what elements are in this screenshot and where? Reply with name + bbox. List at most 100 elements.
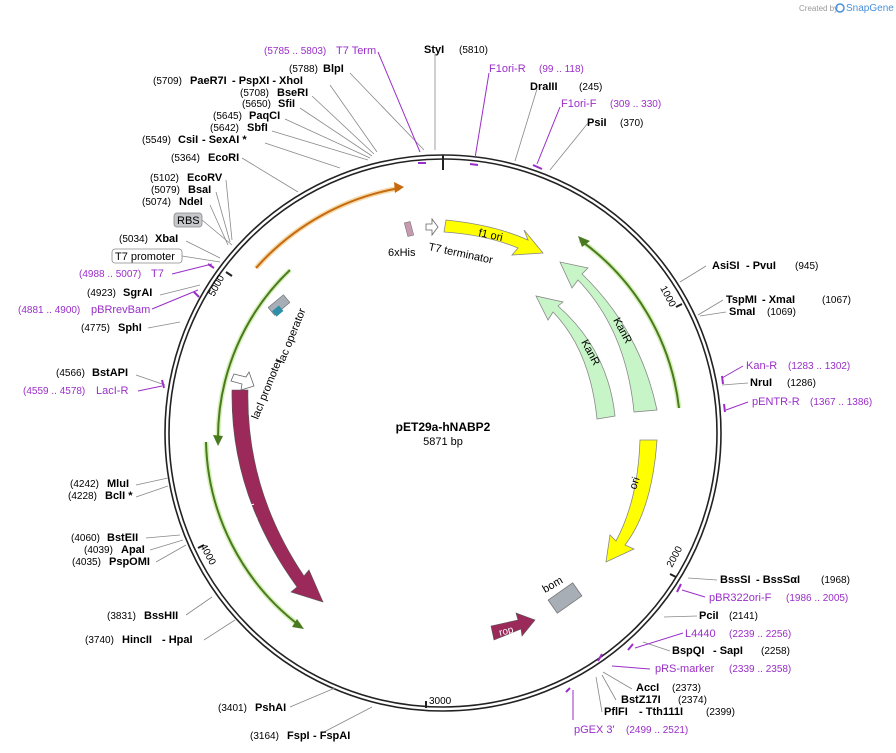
svg-text:(2339 .. 2358): (2339 .. 2358) bbox=[729, 664, 791, 675]
svg-text:(5549): (5549) bbox=[142, 135, 171, 146]
svg-text:EcoRI: EcoRI bbox=[208, 152, 239, 164]
site-bspqi[interactable]: BspQI - SapI (2258) bbox=[672, 645, 790, 657]
svg-text:(309 .. 330): (309 .. 330) bbox=[610, 99, 661, 110]
site-mlui[interactable]: (4242) MluI bbox=[70, 478, 129, 490]
site-bsssi[interactable]: BssSI - BssSαI (1968) bbox=[720, 574, 850, 586]
site-nrui[interactable]: NruI (1286) bbox=[750, 377, 816, 389]
laci-label: lacI bbox=[243, 503, 259, 523]
site-sgrai[interactable]: (4923) SgrAI bbox=[87, 287, 152, 299]
primer-l4440[interactable]: L4440 (2239 .. 2256) bbox=[685, 628, 791, 640]
svg-text:(245): (245) bbox=[579, 82, 602, 93]
tick-4000: 4000 bbox=[197, 542, 217, 567]
site-ecori[interactable]: (5364) EcoRI bbox=[171, 152, 239, 164]
site-fspi[interactable]: (3164) FspI - FspAI bbox=[250, 730, 350, 742]
site-pcii[interactable]: PciI (2141) bbox=[699, 610, 758, 622]
lower-green-arrowhead bbox=[292, 619, 304, 629]
site-apai[interactable]: (4039) ApaI bbox=[84, 544, 145, 556]
site-bcli[interactable]: (4228) BclI * bbox=[68, 490, 133, 502]
primer-prs-marker[interactable]: pRS-marker (2339 .. 2358) bbox=[655, 663, 791, 675]
svg-text:NruI: NruI bbox=[750, 377, 772, 389]
site-sfii[interactable]: (5650) SfiI bbox=[242, 98, 295, 110]
svg-text:(5708): (5708) bbox=[240, 88, 269, 99]
svg-text:pBR322ori-F: pBR322ori-F bbox=[709, 592, 772, 604]
site-bsai[interactable]: (5079) BsaI bbox=[151, 184, 211, 196]
site-psii[interactable]: PsiI (370) bbox=[587, 117, 643, 129]
primer-pbr322ori-f[interactable]: pBR322ori-F (1986 .. 2005) bbox=[709, 592, 848, 604]
svg-text:NdeI: NdeI bbox=[179, 196, 203, 208]
site-bseri[interactable]: (5708) BseRI bbox=[240, 87, 308, 99]
orange-arc-arrowhead bbox=[394, 182, 404, 193]
rop-feature bbox=[490, 612, 536, 641]
svg-text:- PspXI - XhoI: - PspXI - XhoI bbox=[232, 75, 303, 87]
laci-promoter-arrowhead bbox=[213, 435, 223, 446]
site-paer7i[interactable]: (5709) PaeR7I - PspXI - XhoI bbox=[153, 75, 303, 87]
site-sbfi[interactable]: (5642) SbfI bbox=[210, 122, 268, 134]
svg-text:(1286): (1286) bbox=[787, 378, 816, 389]
svg-text:- HpaI: - HpaI bbox=[162, 634, 193, 646]
site-styi[interactable]: StyI (5810) bbox=[424, 44, 488, 56]
plasmid-name: pET29a-hNABP2 bbox=[396, 420, 491, 434]
svg-text:EcoRV: EcoRV bbox=[187, 172, 223, 184]
svg-text:PflFI: PflFI bbox=[604, 706, 628, 718]
site-bsteii[interactable]: (4060) BstEII bbox=[71, 532, 138, 544]
svg-text:LacI-R: LacI-R bbox=[96, 385, 128, 397]
svg-text:SfiI: SfiI bbox=[278, 98, 295, 110]
t7-terminator-label: T7 terminator bbox=[427, 241, 494, 266]
primer-pentr-r[interactable]: pENTR-R (1367 .. 1386) bbox=[752, 396, 872, 408]
brand-text: SnapGene bbox=[846, 3, 894, 14]
primer-pgex-3[interactable]: pGEX 3' (2499 .. 2521) bbox=[574, 724, 688, 736]
primer-t7[interactable]: (4988 .. 5007) T7 bbox=[79, 268, 164, 280]
site-pshai[interactable]: (3401) PshAI bbox=[218, 702, 286, 714]
kanr-promoter-arc bbox=[579, 239, 680, 409]
site-draiii[interactable]: DraIII (245) bbox=[530, 81, 602, 93]
site-csii[interactable]: (5549) CsiI - SexAI * bbox=[142, 134, 247, 146]
svg-text:SgrAI: SgrAI bbox=[123, 287, 152, 299]
site-paqci[interactable]: (5645) PaqCI bbox=[213, 110, 280, 122]
primer-kan-r[interactable]: Kan-R (1283 .. 1302) bbox=[746, 360, 850, 372]
laci-promoter-label: lacI promoter bbox=[250, 357, 285, 421]
site-bsshii[interactable]: (3831) BssHII bbox=[107, 610, 178, 622]
svg-text:(1968): (1968) bbox=[821, 575, 850, 586]
tick-3000: 3000 bbox=[425, 696, 452, 708]
svg-text:(5074): (5074) bbox=[142, 197, 171, 208]
svg-text:L4440: L4440 bbox=[685, 628, 716, 640]
f1-ori-feature bbox=[443, 219, 544, 256]
primer-t7-term[interactable]: (5785 .. 5803) T7 Term bbox=[264, 45, 376, 57]
svg-text:(5709): (5709) bbox=[153, 76, 182, 87]
svg-text:(4559 .. 4578): (4559 .. 4578) bbox=[23, 386, 85, 397]
site-smai[interactable]: SmaI (1069) bbox=[729, 306, 796, 318]
svg-text:(2499 .. 2521): (2499 .. 2521) bbox=[626, 725, 688, 736]
svg-text:SphI: SphI bbox=[118, 322, 142, 334]
primer-f1ori-f[interactable]: F1ori-F (309 .. 330) bbox=[561, 98, 661, 110]
site-tspmi[interactable]: TspMI - XmaI (1067) bbox=[726, 294, 851, 306]
site-asisi[interactable]: AsiSI - PvuI (945) bbox=[712, 260, 818, 272]
lac-operator-core bbox=[272, 305, 284, 317]
svg-text:(5788): (5788) bbox=[289, 64, 318, 75]
site-blpi[interactable]: (5788) BlpI bbox=[289, 63, 344, 75]
site-ecorv[interactable]: (5102) EcoRV bbox=[150, 172, 223, 184]
site-ndei[interactable]: (5074) NdeI bbox=[142, 196, 203, 208]
site-pflfi[interactable]: PflFI - Tth111I (2399) bbox=[604, 706, 735, 718]
primer-pbrrevbam[interactable]: (4881 .. 4900) pBRrevBam bbox=[18, 304, 150, 316]
primer-laci-r[interactable]: (4559 .. 4578) LacI-R bbox=[23, 385, 128, 397]
ori-label: ori bbox=[627, 476, 642, 491]
site-xbai[interactable]: (5034) XbaI bbox=[119, 233, 178, 245]
svg-text:MluI: MluI bbox=[107, 478, 129, 490]
site-hincii[interactable]: (3740) HincII - HpaI bbox=[85, 634, 193, 646]
site-bstapi[interactable]: (4566) BstAPI bbox=[56, 367, 128, 379]
site-psopomi[interactable]: (4035) PspOMI bbox=[72, 556, 150, 568]
primer-f1ori-r[interactable]: F1ori-R (99 .. 118) bbox=[489, 63, 584, 75]
svg-text:SmaI: SmaI bbox=[729, 306, 755, 318]
svg-text:BlpI: BlpI bbox=[323, 63, 344, 75]
site-sphi[interactable]: (4775) SphI bbox=[81, 322, 142, 334]
site-acci[interactable]: AccI (2373) bbox=[636, 682, 701, 694]
svg-text:(4923): (4923) bbox=[87, 288, 116, 299]
svg-text:PspOMI: PspOMI bbox=[109, 556, 150, 568]
svg-text:PsiI: PsiI bbox=[587, 117, 607, 129]
svg-text:- SexAI *: - SexAI * bbox=[202, 134, 247, 146]
site-bstz17i[interactable]: BstZ17I (2374) bbox=[621, 694, 707, 706]
lower-green-arc bbox=[205, 441, 301, 627]
svg-text:- FspAI: - FspAI bbox=[313, 730, 350, 742]
svg-text:SbfI: SbfI bbox=[247, 122, 268, 134]
svg-text:(5102): (5102) bbox=[150, 173, 179, 184]
